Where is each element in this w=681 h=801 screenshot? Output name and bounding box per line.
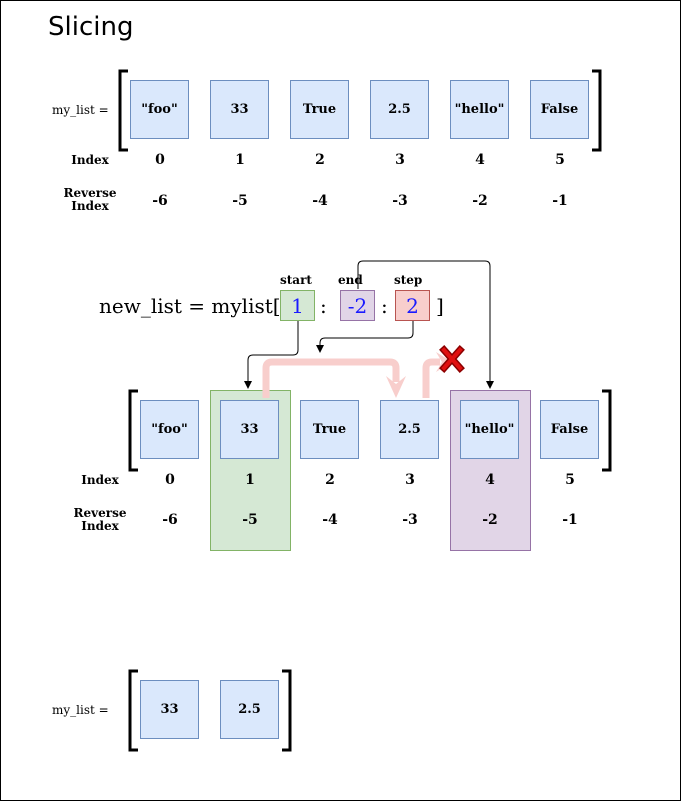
reverse-label-line2: Index: [71, 199, 109, 213]
reverse-index-value: -6: [152, 193, 168, 209]
result-var-label: my_list =: [52, 703, 109, 717]
list-item: 33: [220, 400, 279, 459]
index-value: 3: [395, 152, 405, 168]
list-item: "hello": [450, 80, 509, 139]
reverse-index-value: -3: [402, 512, 418, 528]
index-value: 4: [475, 152, 485, 168]
index-value: 0: [165, 472, 175, 488]
reverse-index-value: -1: [562, 512, 578, 528]
reverse-label-line1: Reverse: [73, 506, 127, 520]
reverse-index-value: -5: [242, 512, 258, 528]
reverse-label-line2: Index: [81, 519, 119, 533]
expression-suffix: ]: [436, 294, 444, 318]
result-item: 33: [140, 680, 199, 739]
list-item: "foo": [130, 80, 189, 139]
reverse-index-value: -3: [392, 193, 408, 209]
step-arrow: [262, 358, 406, 398]
start-arrow: [244, 321, 299, 389]
index-value: 3: [405, 472, 415, 488]
end-arrow: [357, 260, 494, 389]
step-box-arrow: [316, 321, 414, 353]
step-label: step: [394, 273, 423, 287]
slice-separator: :: [381, 294, 388, 318]
index-value: 0: [155, 152, 165, 168]
page-title: Slicing: [48, 12, 134, 42]
list-item: "foo": [140, 400, 199, 459]
top-var-label: my_list =: [52, 103, 109, 117]
index-value: 2: [315, 152, 325, 168]
index-value: 1: [245, 472, 255, 488]
list-item: "hello": [460, 400, 519, 459]
step-arrow: [422, 352, 452, 398]
list-item: False: [540, 400, 599, 459]
reverse-index-value: -5: [232, 193, 248, 209]
expression-prefix: new_list = mylist[: [99, 294, 281, 318]
result-item: 2.5: [220, 680, 279, 739]
reverse-index-value: -6: [162, 512, 178, 528]
start-value-box: 1: [280, 290, 315, 321]
reverse-label-line1: Reverse: [63, 186, 117, 200]
reverse-index-label: Reverse Index: [55, 187, 125, 213]
reverse-index-value: -2: [482, 512, 498, 528]
reverse-index-value: -4: [322, 512, 338, 528]
index-value: 5: [555, 152, 565, 168]
end-label: end: [338, 273, 363, 287]
start-label: start: [280, 273, 312, 287]
index-value: 1: [235, 152, 245, 168]
reverse-index-value: -1: [552, 193, 568, 209]
index-value: 5: [565, 472, 575, 488]
list-item: 2.5: [370, 80, 429, 139]
list-item: False: [530, 80, 589, 139]
index-label: Index: [81, 473, 119, 487]
index-value: 4: [485, 472, 495, 488]
end-value-box: -2: [340, 290, 375, 321]
reverse-index-value: -2: [472, 193, 488, 209]
index-label: Index: [71, 153, 109, 167]
list-item: True: [300, 400, 359, 459]
index-value: 2: [325, 472, 335, 488]
list-item: True: [290, 80, 349, 139]
x-icon: [439, 345, 465, 373]
reverse-index-value: -4: [312, 193, 328, 209]
list-item: 2.5: [380, 400, 439, 459]
reverse-index-label: Reverse Index: [65, 507, 135, 533]
list-item: 33: [210, 80, 269, 139]
slice-separator: :: [320, 294, 327, 318]
step-value-box: 2: [395, 290, 430, 321]
